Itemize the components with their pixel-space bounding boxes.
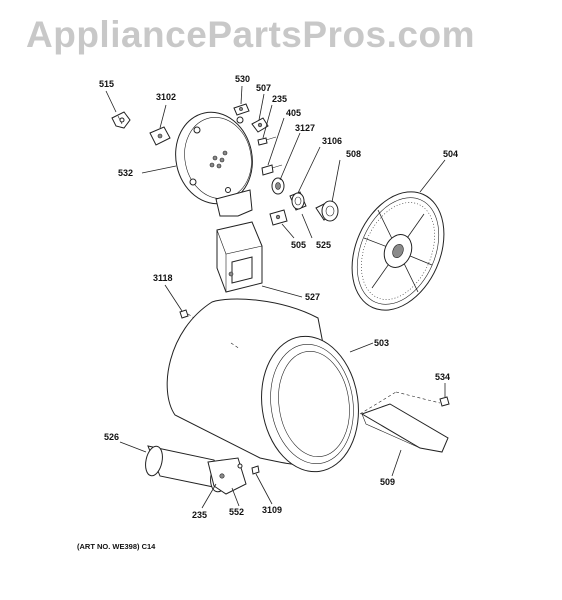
part-534-screw [439, 396, 450, 407]
label-515: 515 [99, 79, 114, 89]
part-3102-bracket [149, 126, 171, 146]
label-3118: 3118 [153, 273, 173, 283]
label-3102: 3102 [156, 92, 176, 102]
label-3106: 3106 [322, 136, 342, 146]
part-526-roller [145, 445, 247, 495]
label-235-bottom: 235 [192, 510, 207, 520]
label-530: 530 [235, 74, 250, 84]
part-3127-bearing [271, 177, 285, 195]
label-552: 552 [229, 507, 244, 517]
label-525: 525 [316, 240, 331, 250]
part-405-screw [261, 164, 283, 176]
label-534: 534 [435, 372, 450, 382]
watermark: AppliancePartsPros.com [26, 14, 475, 55]
label-503: 503 [374, 338, 389, 348]
part-530-tab [233, 103, 250, 116]
part-515-clip [111, 111, 131, 129]
part-532-rear-bulkhead [175, 111, 253, 217]
part-527-housing [216, 221, 263, 293]
part-3118-screw [179, 309, 233, 343]
label-235-top: 235 [272, 94, 287, 104]
part-508-shaft [315, 200, 339, 222]
label-508: 508 [346, 149, 361, 159]
leader-lines [105, 85, 446, 509]
part-504-baffle [351, 191, 445, 311]
part-235-screw-top [257, 136, 277, 146]
part-3109-screw [251, 465, 260, 475]
part-labels: 515 3102 530 507 235 405 3127 3106 508 5… [77, 74, 458, 551]
label-526: 526 [104, 432, 119, 442]
label-3127: 3127 [295, 123, 315, 133]
label-532: 532 [118, 168, 133, 178]
part-503-drum [166, 298, 359, 473]
part-505-plate [269, 209, 288, 226]
part-509-lifter [359, 391, 449, 453]
label-405: 405 [286, 108, 301, 118]
label-509: 509 [380, 477, 395, 487]
label-507: 507 [256, 83, 271, 93]
part-3106-sleeve [289, 191, 307, 211]
label-527: 527 [305, 292, 320, 302]
bulkhead-hub [209, 150, 228, 169]
art-number-note: (ART NO. WE398) C14 [77, 542, 156, 551]
label-504: 504 [443, 149, 458, 159]
label-505: 505 [291, 240, 306, 250]
label-3109: 3109 [262, 505, 282, 515]
